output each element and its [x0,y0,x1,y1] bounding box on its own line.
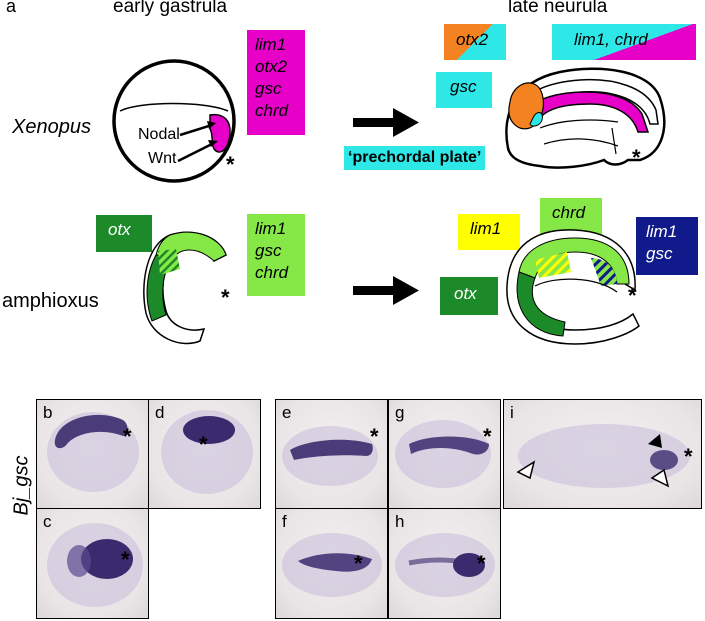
embryo-f [282,533,382,597]
gene-gsc: gsc [255,79,282,98]
arrow-right-icon [353,108,419,137]
blastopore-marker: * [370,424,379,449]
amphioxus-early-gene-box: lim1 gsc chrd [247,214,305,296]
stage-label-early: early gastrula [113,0,228,17]
panel-letter-g: g [395,403,405,422]
blastopore-marker: * [684,444,693,469]
white-arrowhead-icon [516,460,536,480]
blastopore-marker: * [121,547,130,572]
embryo-g [395,420,491,488]
panel-letter-b: b [43,403,53,422]
prechordal-plate-box: ‘prechordal plate’ [344,146,486,170]
panel-d: d * [148,399,261,509]
embryo-b [47,412,139,492]
embryo-h [395,533,495,597]
blastopore-marker: * [221,285,230,310]
blastopore-marker: * [354,551,363,576]
xenopus-late-neurula-diagram [505,67,666,169]
gene-label-bj-gsc: Bj_gsc [10,455,33,516]
xenopus-gsc-box: gsc [436,72,492,108]
stage-label-late: late neurula [508,0,608,17]
panel-e: e * [275,399,388,509]
gene-otx2: otx2 [255,57,288,76]
panel-letter-i: i [510,403,514,422]
panel-b: b * [36,399,149,509]
panel-c: c * [36,508,149,619]
arrow-right-icon [353,276,419,305]
amphioxus-lim1-box: lim1 [458,214,520,250]
gene-chrd: chrd [255,101,289,120]
signal-label-wnt: Wnt [148,150,177,167]
species-label-amphioxus: amphioxus [2,290,99,312]
amphioxus-lim1-gsc-box: lim1 gsc [636,217,698,275]
xenopus-early-gene-box: lim1 otx2 gsc chrd [247,30,305,135]
panel-letter-e: e [282,403,292,422]
amphioxus-chrd-box: chrd [540,198,602,234]
amphioxus-late-neurula-diagram [506,229,640,345]
blastopore-marker: * [477,551,486,576]
xenopus-lim1-chrd-box: lim1, chrd [552,24,696,60]
blastopore-marker: * [123,424,132,449]
panel-letter-h: h [395,512,405,531]
amphioxus-otx-box: otx [96,215,152,252]
panel-f: f * [275,508,388,619]
blastopore-marker: * [632,145,641,170]
signal-label-nodal: Nodal [138,126,180,143]
embryo-i [516,424,690,488]
embryo-d [161,410,253,494]
panel-letter-c: c [43,512,52,531]
embryo-e [282,426,378,486]
xenopus-early-gastrula-diagram [112,59,236,183]
panel-i: i * [503,399,702,509]
panel-letter-a: a [6,0,17,16]
embryo-c [47,523,143,607]
panel-g: g * [388,399,501,509]
xenopus-otx2-box: otx2 [444,24,506,60]
species-label-xenopus: Xenopus [12,116,91,138]
blastopore-marker: * [226,152,235,177]
panel-letter-d: d [155,403,165,422]
gene-lim1: lim1 [255,35,287,54]
amphioxus-early-gastrula-diagram [143,231,227,345]
black-arrowhead-icon [648,434,662,448]
blastopore-marker: * [199,432,208,457]
panel-letter-f: f [282,512,287,531]
amphioxus-otx-late-box: otx [440,277,498,315]
blastopore-marker: * [628,283,637,308]
panel-h: h * [388,508,501,619]
white-arrowhead-icon [650,468,670,488]
blastopore-marker: * [483,424,492,449]
